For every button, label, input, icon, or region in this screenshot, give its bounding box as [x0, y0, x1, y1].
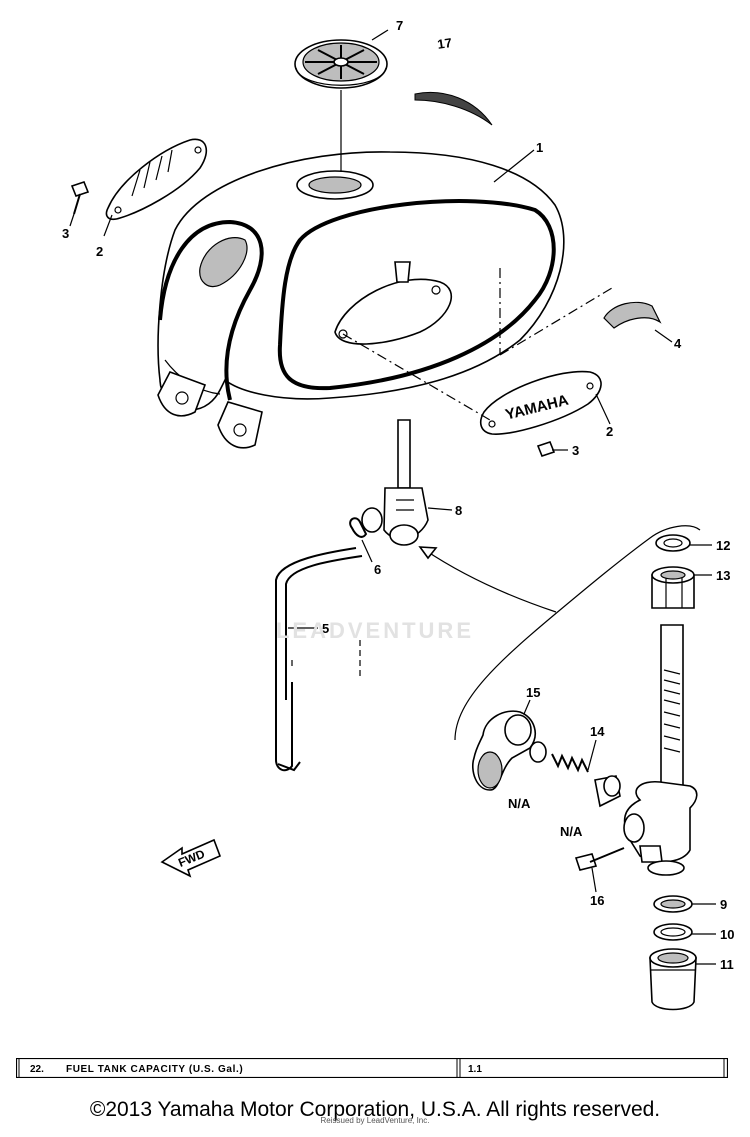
callout-7: 7 — [396, 18, 403, 33]
sediment-bowl[interactable] — [649, 948, 697, 1011]
callout-5: 5 — [322, 621, 329, 636]
lever-spring[interactable] — [551, 753, 589, 773]
tank-emblem-right[interactable]: YAMAHA — [479, 370, 602, 435]
drain-screw[interactable] — [574, 847, 625, 871]
callout-17: 17 — [436, 35, 452, 52]
petcock-washer-top[interactable] — [655, 534, 691, 552]
lever-plug[interactable] — [594, 775, 621, 808]
bowl-gasket[interactable] — [653, 923, 693, 941]
o-ring[interactable] — [529, 741, 547, 763]
spec-index: 22. — [30, 1064, 44, 1075]
tank-damper[interactable] — [603, 301, 662, 329]
fuel-petcock[interactable] — [361, 419, 429, 546]
screw-left[interactable] — [70, 181, 90, 215]
callout-8: 8 — [455, 503, 462, 518]
filler-cap[interactable] — [294, 39, 388, 89]
screw-right[interactable] — [536, 441, 556, 457]
spec-value: 1.1 — [468, 1064, 482, 1075]
callout-2-right: 2 — [606, 424, 613, 439]
callout-2-left: 2 — [96, 244, 103, 259]
callout-4: 4 — [674, 336, 682, 351]
filter-screen[interactable] — [653, 895, 693, 913]
petcock-body[interactable] — [623, 624, 698, 876]
tank-strip[interactable] — [414, 92, 493, 126]
petcock-nut[interactable] — [651, 566, 695, 609]
reissue-note: Reissued by LeadVenture, Inc. — [320, 1116, 430, 1125]
callout-na-1: N/A — [508, 796, 531, 811]
callout-6: 6 — [374, 562, 381, 577]
callout-11: 11 — [720, 957, 734, 972]
callout-3-right: 3 — [572, 443, 579, 458]
callout-14: 14 — [590, 724, 605, 739]
callout-12: 12 — [716, 538, 730, 553]
forward-arrow-icon: FWD — [160, 838, 222, 878]
watermark: LEADVENTURE — [275, 618, 474, 643]
fuel-tank[interactable] — [157, 151, 565, 449]
callout-3-left: 3 — [62, 226, 69, 241]
callout-10: 10 — [720, 927, 734, 942]
hose-clip[interactable] — [349, 517, 368, 538]
callout-13: 13 — [716, 568, 730, 583]
tank-emblem-left[interactable] — [105, 138, 208, 221]
spec-table-row: 22. FUEL TANK CAPACITY (U.S. Gal.) 1.1 — [15, 1057, 729, 1079]
callout-na-2: N/A — [560, 824, 583, 839]
callout-16: 16 — [590, 893, 604, 908]
callout-15: 15 — [526, 685, 540, 700]
callout-1: 1 — [536, 140, 543, 155]
leader-lines — [69, 29, 716, 965]
fuel-hose[interactable] — [275, 547, 363, 772]
petcock-lever[interactable] — [472, 710, 536, 791]
callout-9: 9 — [720, 897, 727, 912]
copyright-footer: ©2013 Yamaha Motor Corporation, U.S.A. A… — [89, 1098, 661, 1121]
spec-label: FUEL TANK CAPACITY (U.S. Gal.) — [66, 1064, 243, 1075]
